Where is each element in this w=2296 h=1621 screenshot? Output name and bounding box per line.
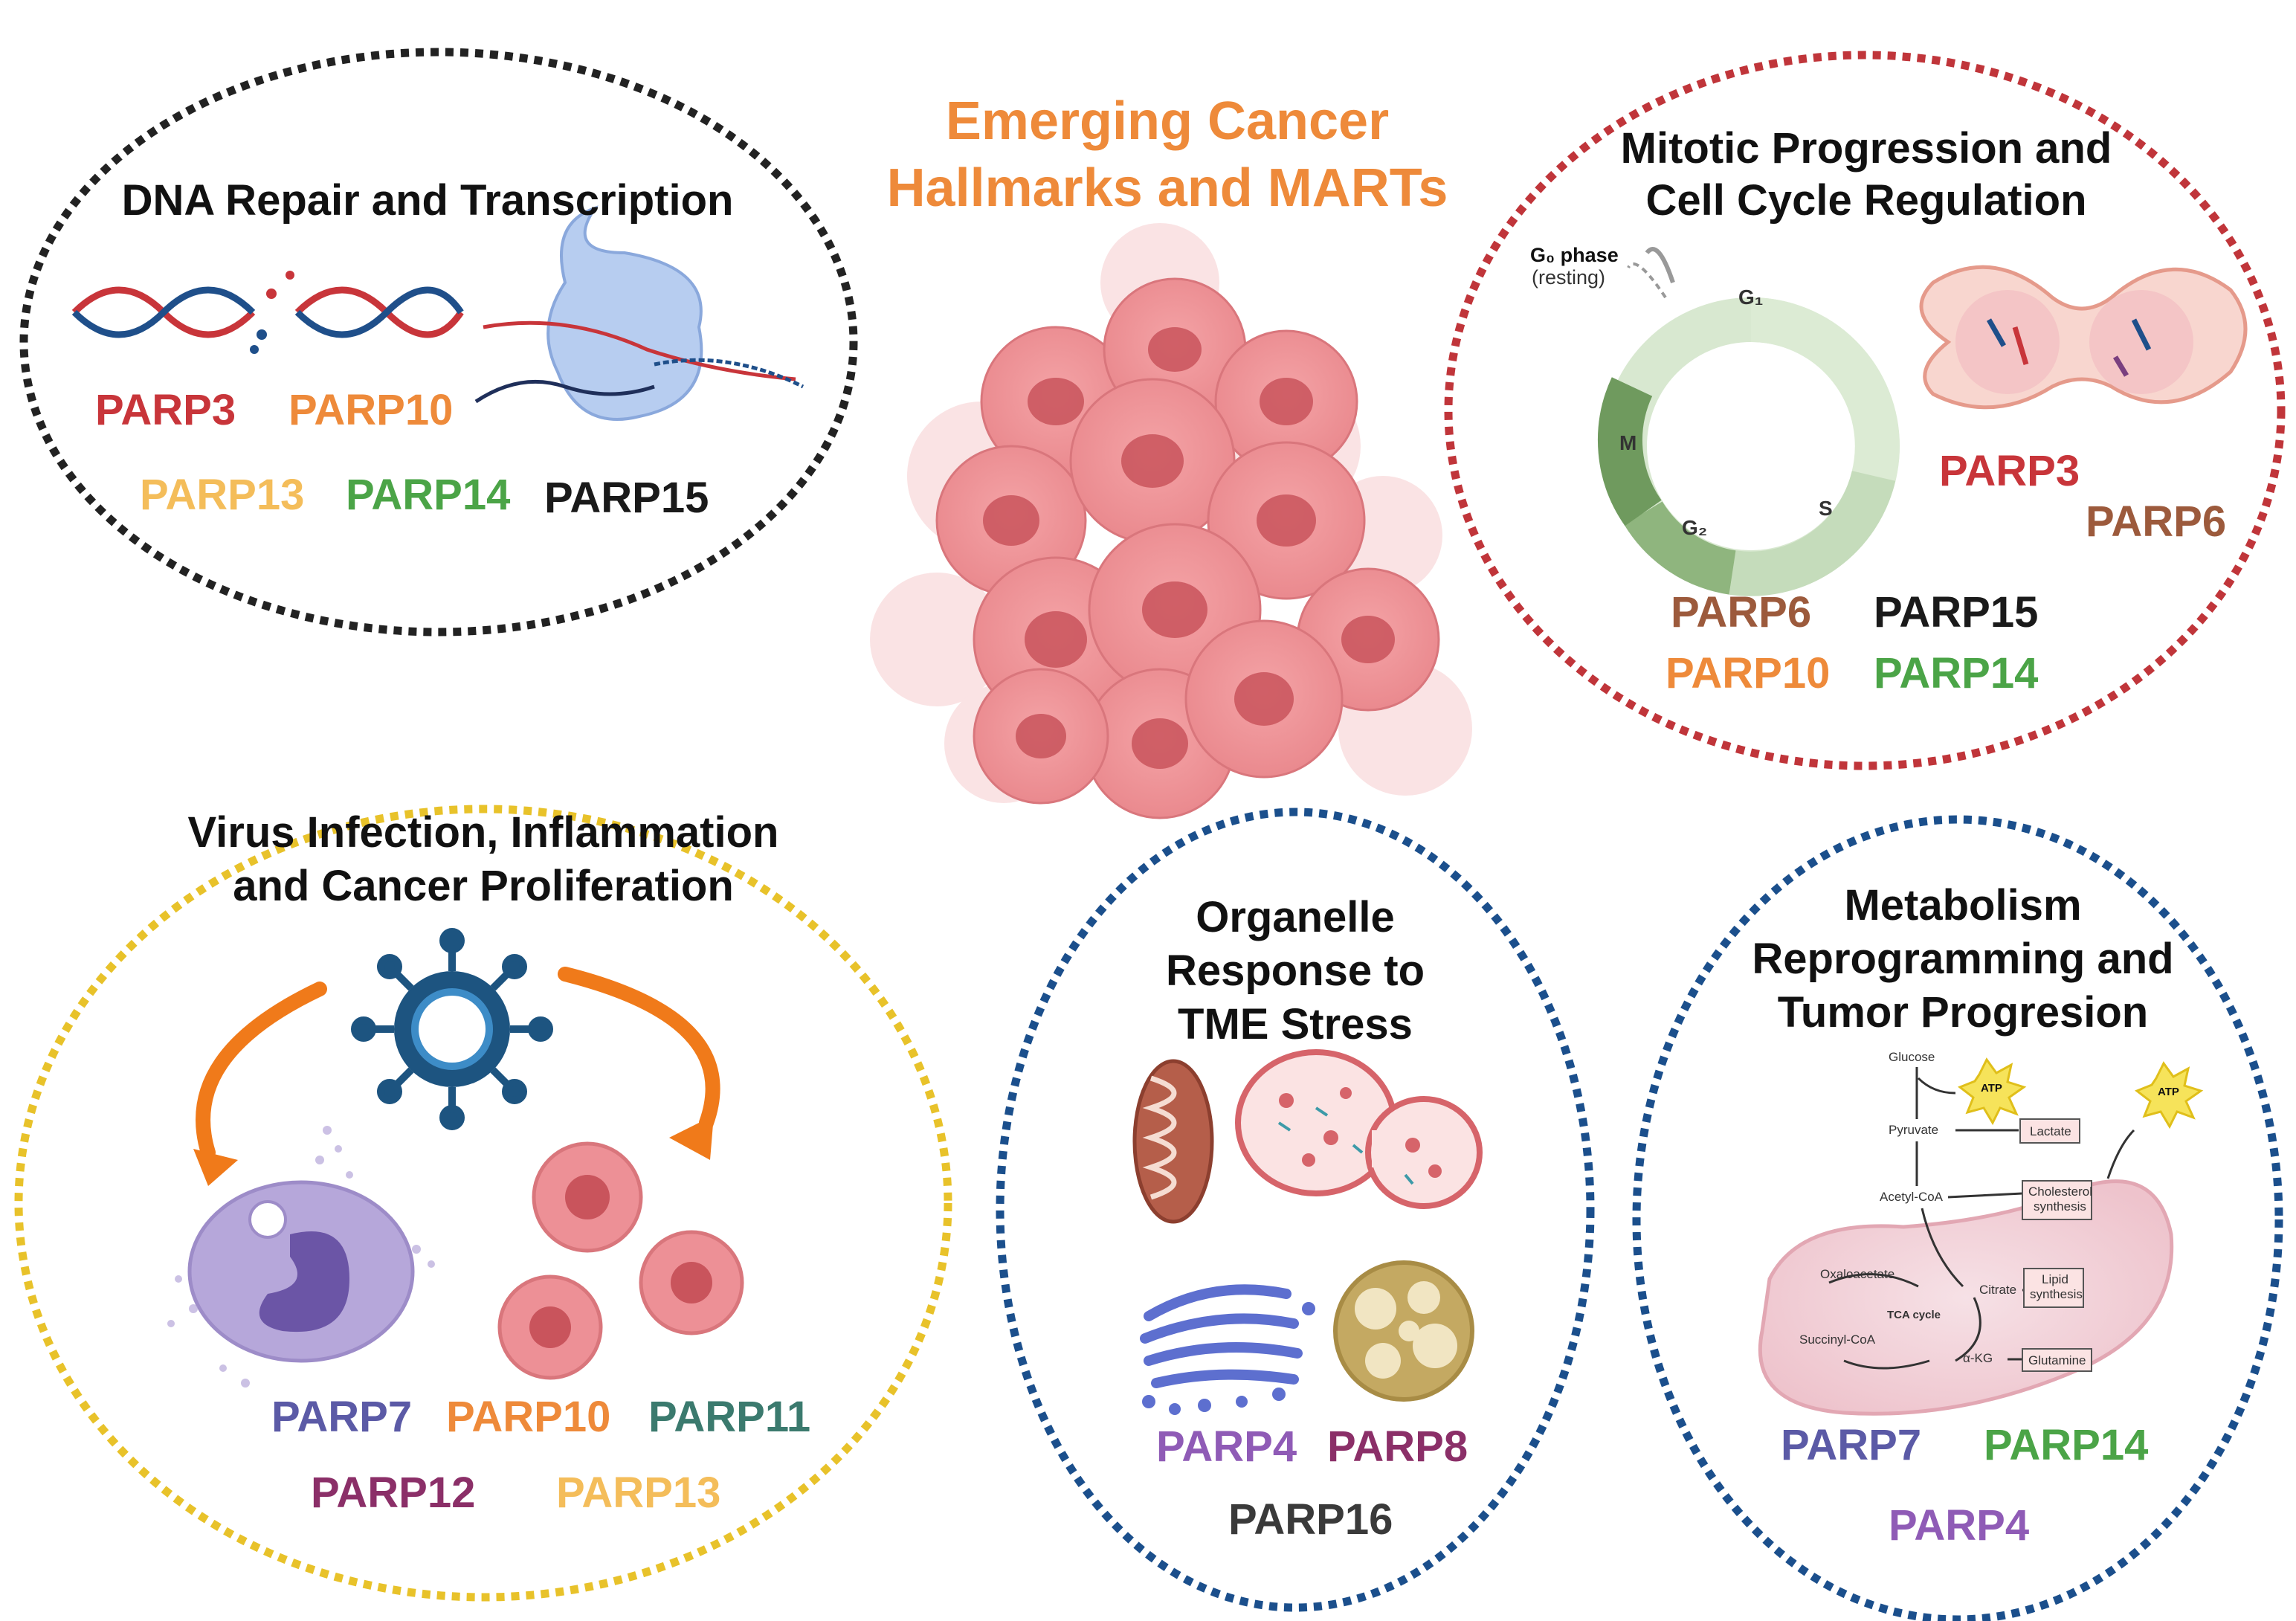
pathway-label-pyruvate: Pyruvate [1889, 1123, 1939, 1137]
mitotic-label-parp6: PARP6 [1671, 588, 1812, 637]
phase-label-g2: G₂ [1682, 516, 1708, 539]
virus-label-parp13: PARP13 [556, 1469, 721, 1517]
virus-label-parp10: PARP10 [446, 1393, 611, 1441]
pathway-label-glucose: Glucose [1889, 1050, 1935, 1064]
virus-panel-title-line1: Virus Infection, Inflammation [187, 808, 779, 857]
mitotic-label-parp3: PARP3 [1939, 447, 2080, 495]
dna-label-parp3: PARP3 [95, 386, 236, 434]
mitotic-label-parp15: PARP15 [1874, 588, 2039, 637]
atp-label-1: ATP [1981, 1082, 2002, 1095]
virus-label-parp7: PARP7 [271, 1393, 413, 1441]
lipid-droplet-illustration [1333, 1260, 1474, 1402]
metabolism-panel-title-line3: Tumor Progresion [1777, 988, 2149, 1037]
golgi-illustration [1140, 1284, 1315, 1415]
lysosome-illustration [1235, 1049, 1483, 1209]
virus-label-parp12: PARP12 [311, 1469, 476, 1517]
metabolism-panel-title-line2: Reprogramming and [1752, 935, 2174, 983]
product-label-cholesterol: Cholesterol [2028, 1185, 2092, 1199]
g0-phase-label: G₀ phase [1530, 244, 1619, 266]
dna-panel-border [19, 48, 858, 637]
mitochondria-metabolism-illustration [1758, 1179, 2174, 1416]
metabolism-panel-title-line1: Metabolism [1844, 881, 2082, 929]
pathway-label-alpha-kg: α-KG [1963, 1351, 1993, 1365]
organelle-panel-title-line2: Response to [1165, 947, 1425, 995]
product-label-lipid-synthesis: synthesis [2030, 1287, 2083, 1301]
virus-illustration [351, 928, 553, 1130]
metabolism-label-parp7: PARP7 [1781, 1421, 1922, 1469]
product-label-glutamine: Glutamine [2028, 1353, 2086, 1367]
infection-arrows [193, 967, 720, 1186]
metabolism-label-parp14: PARP14 [1984, 1421, 2149, 1469]
dna-label-parp13: PARP13 [140, 471, 305, 519]
dna-label-parp15: PARP15 [544, 474, 709, 522]
pathway-product-boxes [2019, 1118, 2092, 1372]
virus-panel-title-line2: and Cancer Proliferation [233, 862, 734, 910]
mitotic-panel-border [1444, 51, 2286, 770]
mitotic-panel-title-line2: Cell Cycle Regulation [1645, 176, 2087, 225]
organelle-panel-border [996, 808, 1595, 1612]
metabolism-label-parp4: PARP4 [1889, 1501, 2030, 1550]
g0-resting-label: (resting) [1532, 266, 1606, 289]
organelle-label-parp16: PARP16 [1228, 1495, 1393, 1544]
cancer-cells-illustration [497, 1141, 744, 1380]
phase-label-g1: G₁ [1738, 286, 1764, 309]
metabolism-panel-border [1632, 815, 2283, 1621]
atp-label-2: ATP [2158, 1086, 2179, 1098]
cell-cycle-diagram [1597, 247, 1900, 596]
pathway-label-citrate: Citrate [1979, 1283, 2017, 1297]
virus-label-parp11: PARP11 [648, 1393, 811, 1441]
virus-panel-border [14, 805, 952, 1602]
organelle-panel-title-line1: Organelle [1196, 893, 1395, 941]
main-title-line1: Emerging Cancer [945, 91, 1390, 151]
pathway-label-tca-cycle: TCA cycle [1887, 1309, 1941, 1321]
dna-label-parp10: PARP10 [288, 386, 454, 434]
atp-burst-icons [1958, 1057, 2204, 1129]
pathway-label-acetyl-coa: Acetyl-CoA [1880, 1190, 1944, 1204]
polymerase-illustration [474, 205, 804, 421]
dna-helix-illustration [71, 271, 464, 354]
organelle-label-parp8: PARP8 [1327, 1422, 1468, 1471]
product-label-cholesterol-synthesis: synthesis [2034, 1199, 2086, 1214]
pathway-label-succinyl-coa: Succinyl-CoA [1799, 1332, 1876, 1347]
organelle-panel-title-line3: TME Stress [1178, 1000, 1413, 1048]
dividing-cell-illustration [1919, 265, 2248, 410]
mitotic-label-parp6-right: PARP6 [2086, 497, 2227, 546]
tumor-cluster-illustration [870, 223, 1472, 819]
dna-label-parp14: PARP14 [346, 471, 511, 519]
phase-label-s: S [1819, 497, 1833, 520]
mitotic-panel-title-line1: Mitotic Progression and [1620, 124, 2112, 173]
organelle-label-parp4: PARP4 [1156, 1422, 1297, 1471]
phase-label-m: M [1619, 431, 1637, 454]
pathway-label-oxaloacetate: Oxaloacetate [1820, 1267, 1895, 1281]
mitotic-label-parp14: PARP14 [1874, 649, 2039, 697]
mitochondrion-illustration [1132, 1059, 1214, 1224]
mitotic-label-parp10: PARP10 [1665, 649, 1831, 697]
product-label-lactate: Lactate [2030, 1124, 2071, 1138]
immune-cell-illustration [167, 1126, 435, 1388]
main-title-line2: Hallmarks and MARTs [886, 158, 1448, 218]
product-label-lipid: Lipid [2042, 1272, 2068, 1286]
dna-panel-title: DNA Repair and Transcription [121, 176, 734, 225]
